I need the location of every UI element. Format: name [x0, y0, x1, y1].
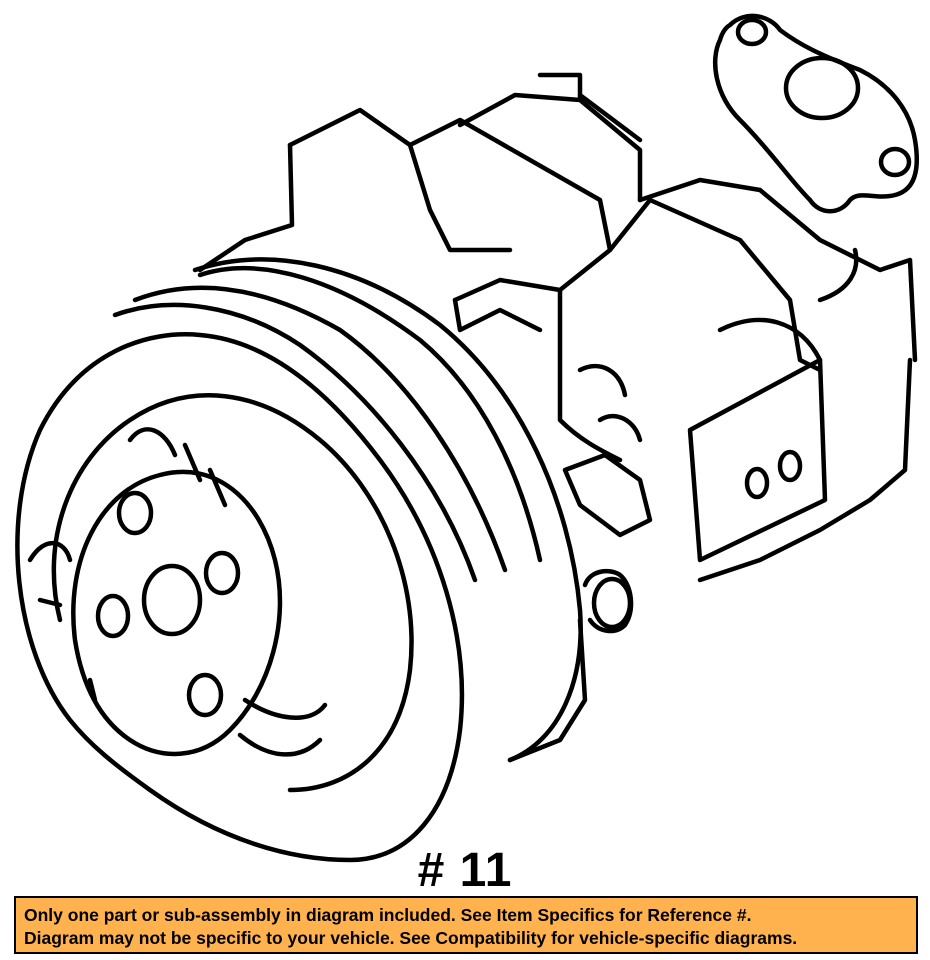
pulley-back-rim: [192, 257, 583, 763]
hub-hole-left: [95, 593, 131, 639]
body-curve-detail: [817, 247, 859, 303]
pulley: [15, 257, 583, 863]
body-right-lower: [697, 357, 913, 583]
disclaimer-line-1: Only one part or sub-assembly in diagram…: [24, 905, 752, 925]
connector-pin-right: [777, 449, 803, 483]
flange-hole-bottom: [878, 146, 912, 178]
hub-spring-left: [27, 540, 98, 703]
body-lower-curve: [717, 317, 823, 363]
pulley-groove-2: [132, 285, 508, 573]
fitting-stud: [577, 363, 643, 443]
body-mid-box: [407, 117, 613, 303]
body-bottom-edge: [507, 617, 588, 763]
hub-center-bolt: [141, 563, 203, 637]
hub-plate: [71, 469, 283, 757]
pulley-front-rim: [15, 332, 465, 863]
hub-hole-bottom: [186, 672, 224, 718]
pulley-groove-3: [197, 266, 543, 563]
reference-number: # 11: [417, 844, 513, 897]
body-seam: [557, 287, 623, 463]
pulley-inner-ring: [51, 393, 414, 793]
body-top-housing: [197, 142, 295, 273]
body-right-shell: [637, 177, 918, 363]
hub-hole-top: [116, 490, 154, 536]
disclaimer-banner: Only one part or sub-assembly in diagram…: [14, 896, 918, 954]
pulley-groove-1: [112, 302, 478, 583]
fitting-face: [591, 576, 633, 630]
flange-outline: [712, 13, 920, 214]
electrical-connector: [687, 357, 828, 563]
connector-pin-left: [744, 466, 770, 500]
body-top-box: [287, 107, 513, 253]
port-flange: [712, 13, 920, 214]
clutch-hub: [27, 427, 328, 757]
hub-hole-right: [203, 550, 241, 596]
fitting-bracket: [562, 452, 653, 538]
body-top-right: [457, 92, 643, 203]
flange-port-main: [783, 55, 861, 121]
hub-spring-bottom: [237, 697, 328, 757]
disclaimer-line-2: Diagram may not be specific to your vehi…: [24, 928, 798, 948]
body-side-panel: [607, 197, 823, 373]
compressor-body: [197, 72, 918, 763]
side-fitting: [562, 363, 653, 634]
body-bracket: [537, 72, 643, 143]
connector-panel: [687, 357, 828, 563]
body-front-ridge: [452, 297, 543, 333]
hub-spring-top: [127, 427, 228, 508]
flange-hole-top: [735, 17, 769, 47]
